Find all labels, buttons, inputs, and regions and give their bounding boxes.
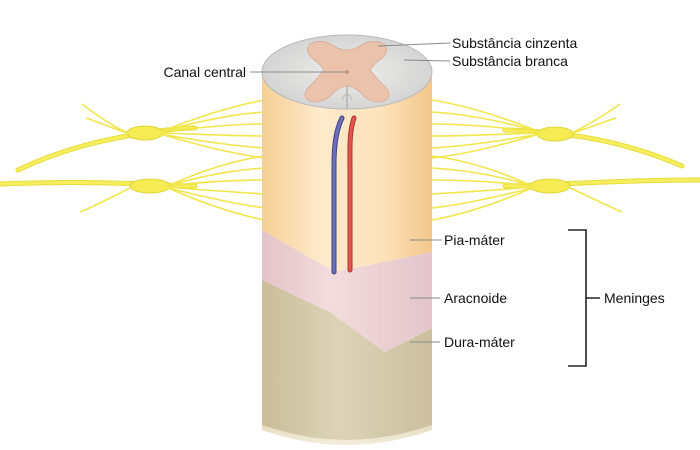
cord-bottom-edge <box>262 425 432 445</box>
white-matter-leader <box>403 59 451 62</box>
labels: Substância cinzenta Substância branca Ca… <box>164 35 665 350</box>
label-white-matter: Substância branca <box>452 53 568 69</box>
label-pia-mater: Pia-máter <box>444 232 505 248</box>
leader-lines <box>250 42 451 343</box>
spinal-cord <box>261 34 433 445</box>
cross-section <box>261 34 433 110</box>
label-central-canal: Canal central <box>164 64 247 80</box>
left-lower-nerve <box>0 155 266 221</box>
right-lower-ganglion <box>529 178 571 194</box>
label-dura-mater: Dura-máter <box>444 334 515 350</box>
gray-matter-leader <box>377 42 451 47</box>
dura-mater-layer <box>262 280 432 440</box>
label-meninges: Meninges <box>604 290 665 306</box>
blood-vessels <box>331 115 357 275</box>
label-gray-matter: Substância cinzenta <box>452 35 578 51</box>
pia-mater-layer <box>262 66 432 272</box>
central-canal <box>345 70 349 74</box>
meninges-bracket <box>568 229 600 367</box>
right-upper-nerve <box>431 99 685 169</box>
right-lower-nerve <box>431 155 700 221</box>
left-lower-ganglion <box>129 178 171 194</box>
right-upper-ganglion <box>536 126 574 142</box>
left-upper-ganglion <box>126 125 164 141</box>
spinal-nerves <box>0 99 700 221</box>
arachnoid-layer <box>262 230 432 352</box>
label-arachnoid: Aracnoide <box>444 290 507 306</box>
left-upper-nerve <box>15 99 266 173</box>
